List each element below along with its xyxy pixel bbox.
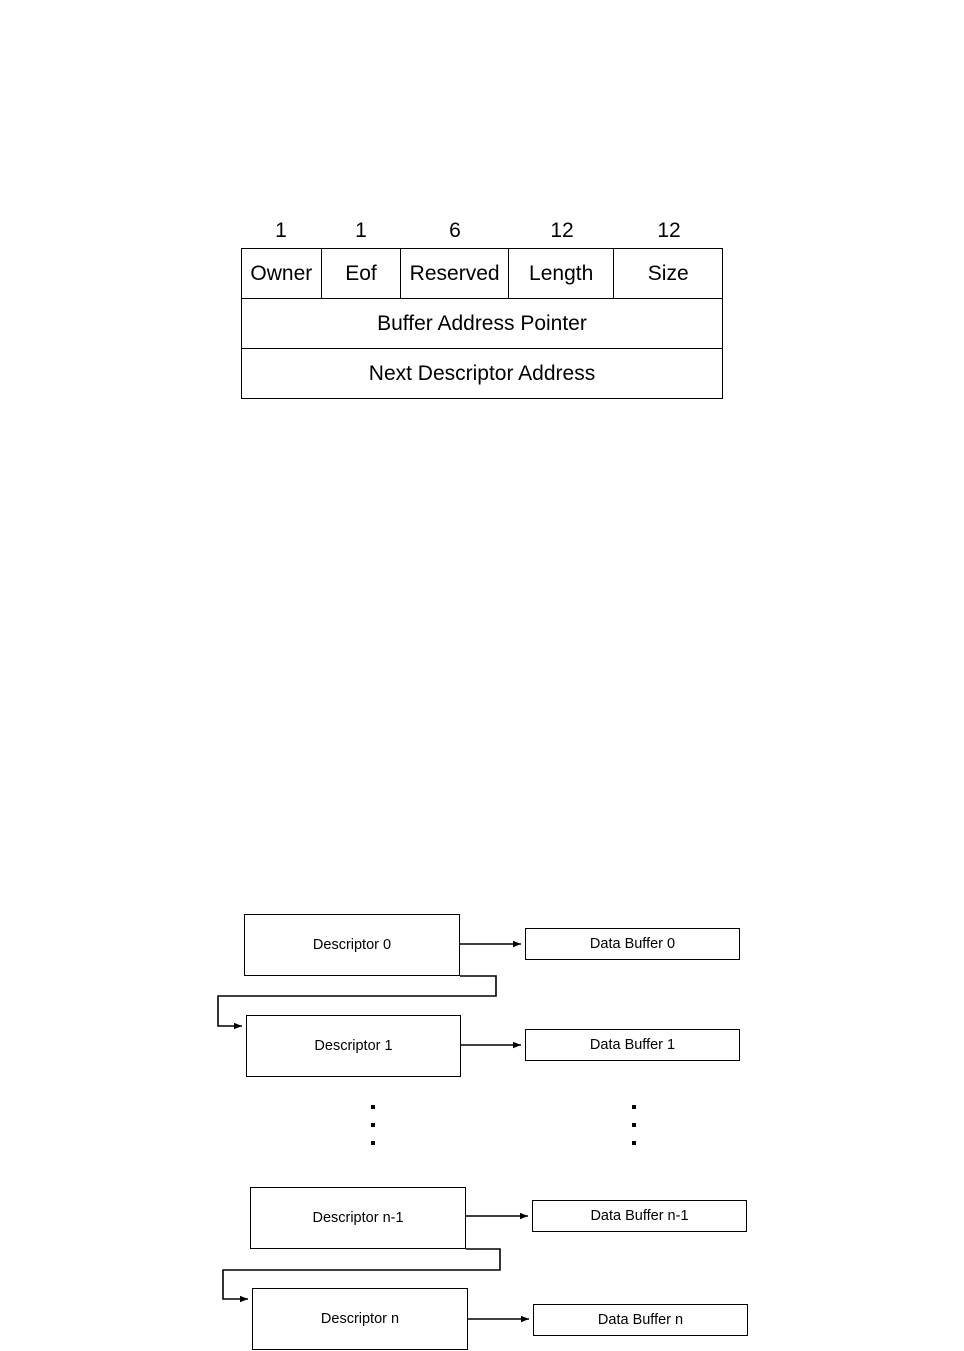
ellipsis-descriptors [371,1105,375,1145]
bit-width-length: 12 [550,218,574,242]
data-buffer-box-1: Data Buffer 1 [525,1029,740,1061]
bit-width-size: 12 [657,218,681,242]
ellipsis-buffers [632,1105,636,1145]
field-row-buffer-address-pointer: Buffer Address Pointer [241,299,723,349]
descriptor-box-0: Descriptor 0 [244,914,460,976]
field-cell-size: Size [647,261,689,285]
data-buffer-box-n-minus-1: Data Buffer n-1 [532,1200,747,1232]
ellipsis-dot [632,1123,636,1127]
ellipsis-dot [371,1123,375,1127]
bit-width-reserved: 6 [449,218,461,242]
descriptor-box-n-minus-1: Descriptor n-1 [250,1187,466,1249]
ellipsis-dot [371,1105,375,1109]
bit-width-owner: 1 [275,218,287,242]
descriptor-box-n: Descriptor n [252,1288,468,1350]
field-cell-length: Length [509,249,615,298]
data-buffer-box-0: Data Buffer 0 [525,928,740,960]
field-row-next-descriptor-address: Next Descriptor Address [241,349,723,399]
ellipsis-dot [632,1141,636,1145]
descriptor-box-1: Descriptor 1 [246,1015,461,1077]
bit-width-eof: 1 [355,218,367,242]
data-buffer-box-n: Data Buffer n [533,1304,748,1336]
field-cell-owner: Owner [242,249,322,298]
ellipsis-dot [371,1141,375,1145]
descriptor-field-row: Owner Eof Reserved Length Size [241,248,723,299]
bit-width-header-row: 1 1 6 12 12 [241,212,723,248]
field-cell-eof: Eof [322,249,402,298]
descriptor-format-table: 1 1 6 12 12 Owner Eof Reserved Length Si… [241,212,723,399]
ellipsis-dot [632,1105,636,1109]
field-cell-reserved: Reserved [401,249,509,298]
